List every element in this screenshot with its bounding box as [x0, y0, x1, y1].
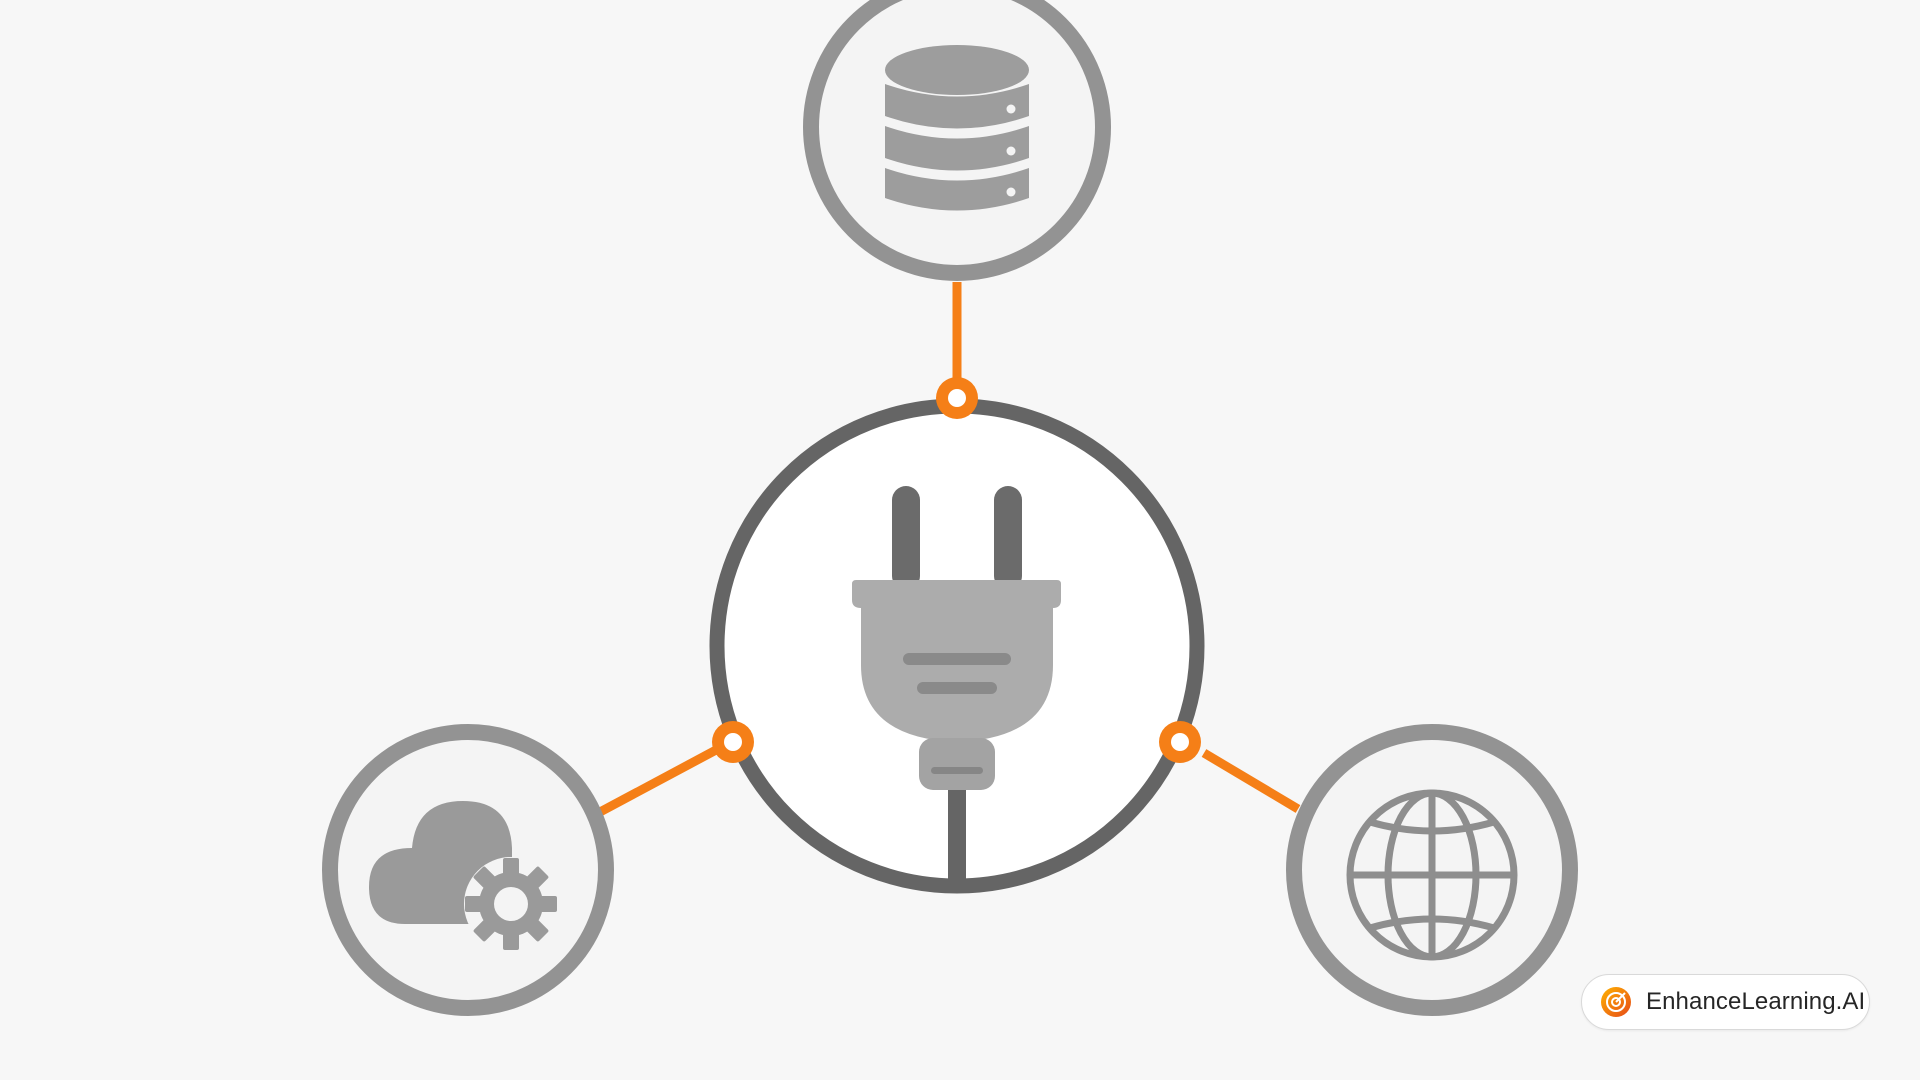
- database-icon: [885, 45, 1029, 211]
- node-cloud-settings: [322, 724, 614, 1016]
- globe-icon: [1346, 789, 1518, 961]
- node-web: [1286, 724, 1578, 1016]
- brand-name: EnhanceLearning.AI: [1646, 988, 1866, 1015]
- port-left: [712, 721, 754, 763]
- node-database: [803, 0, 1111, 281]
- cloud-gear-icon: [369, 801, 558, 951]
- brand-badge: EnhanceLearning.AI: [1581, 974, 1870, 1030]
- center-node: [709, 398, 1205, 894]
- port-right: [1159, 721, 1201, 763]
- connector-cloud-settings: [597, 746, 719, 816]
- port-top: [936, 377, 978, 419]
- connector-web: [1201, 749, 1301, 813]
- plug-icon: [852, 486, 1061, 790]
- target-logo-icon: [1601, 987, 1631, 1017]
